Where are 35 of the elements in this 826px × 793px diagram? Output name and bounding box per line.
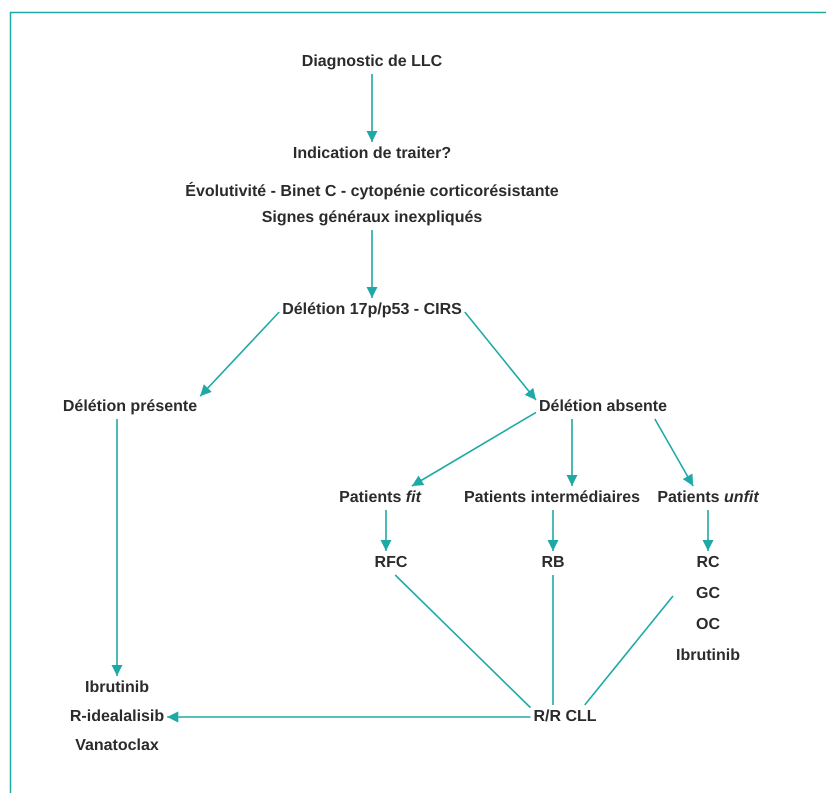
connector-line bbox=[394, 574, 531, 708]
step-text: Ibrutinib bbox=[85, 678, 149, 698]
step-text: Patients unfit bbox=[657, 488, 759, 508]
arrow bbox=[167, 711, 530, 723]
step-text: GC bbox=[696, 584, 720, 604]
step-text: OC bbox=[696, 615, 720, 635]
step-text: Évolutivité - Binet C - cytopénie corticorésistante bbox=[185, 182, 559, 202]
step-text: R/R CLL bbox=[533, 707, 597, 727]
arrow bbox=[566, 419, 578, 486]
step-text: Patients intermédiaires bbox=[464, 488, 640, 508]
arrow bbox=[366, 74, 378, 142]
arrow bbox=[464, 312, 537, 401]
step-text: Vanatoclax bbox=[75, 736, 159, 756]
step-text: Diagnostic de LLC bbox=[302, 52, 442, 72]
step-text: Délétion présente bbox=[62, 397, 198, 417]
arrow bbox=[654, 418, 694, 486]
step-text: Patients fit bbox=[339, 488, 421, 508]
step-text: Indication de traiter? bbox=[292, 144, 452, 164]
arrow bbox=[366, 230, 378, 298]
step-text: Signes généraux inexpliqués bbox=[262, 208, 482, 228]
step-text: RC bbox=[696, 553, 720, 573]
arrow bbox=[702, 510, 714, 551]
arrow bbox=[547, 510, 559, 551]
step-text: R-idealalisib bbox=[70, 707, 164, 727]
step-text: Délétion 17p/p53 - CIRS bbox=[282, 300, 462, 320]
step-text: RB bbox=[541, 553, 565, 573]
step-text: RFC bbox=[374, 553, 408, 573]
arrow bbox=[200, 311, 280, 397]
connector-line bbox=[552, 575, 554, 705]
step-text: Ibrutinib bbox=[676, 646, 740, 666]
arrow bbox=[111, 419, 123, 676]
step-text: Délétion absente bbox=[538, 397, 668, 417]
connector-line bbox=[584, 595, 674, 706]
arrow bbox=[411, 412, 536, 487]
arrow bbox=[380, 510, 392, 551]
